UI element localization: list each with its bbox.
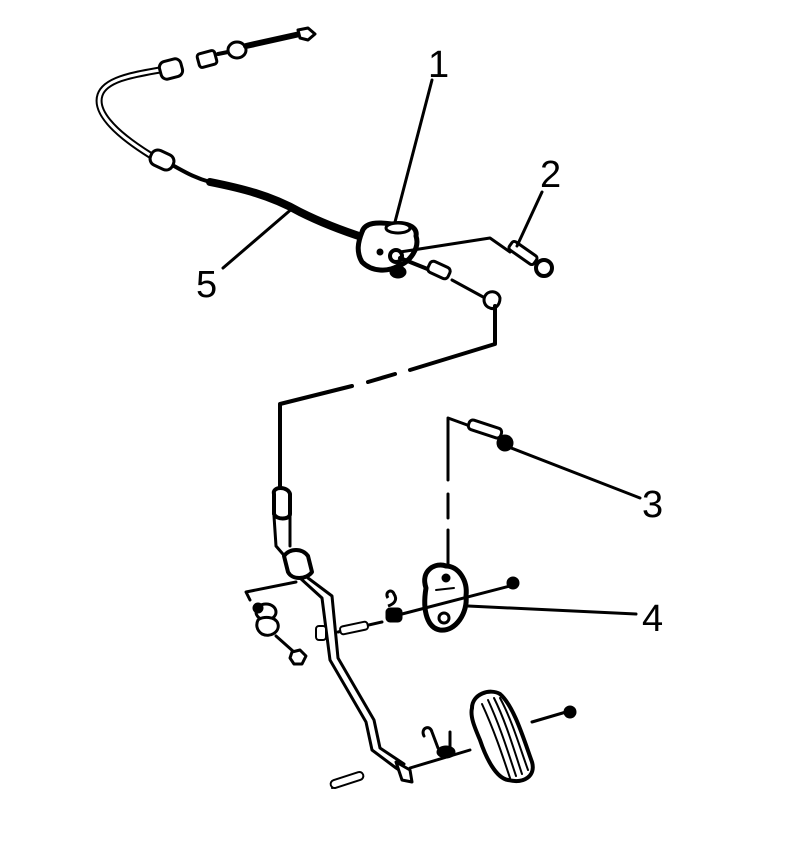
callout-5: 5 — [196, 264, 218, 306]
leader-3 — [504, 444, 642, 500]
leader-1 — [393, 78, 434, 224]
pedal-mount-bolt — [446, 416, 514, 572]
bracket-bolt — [398, 236, 554, 278]
leader-2 — [515, 190, 544, 248]
callout-4: 4 — [642, 598, 664, 640]
pedal-pad — [329, 689, 577, 790]
pedal-pivot-bracket — [336, 562, 638, 636]
callout-3: 3 — [642, 484, 664, 526]
cable-connector-line — [278, 304, 497, 492]
callout-1: 1 — [428, 44, 450, 86]
pedal-arm — [271, 486, 414, 784]
accelerator-cable — [95, 26, 369, 242]
callout-2: 2 — [540, 154, 562, 196]
cable-bracket — [355, 220, 502, 310]
pedal-stop-bumper — [244, 580, 308, 666]
leader-5 — [221, 205, 296, 270]
leader-lines — [221, 78, 642, 500]
